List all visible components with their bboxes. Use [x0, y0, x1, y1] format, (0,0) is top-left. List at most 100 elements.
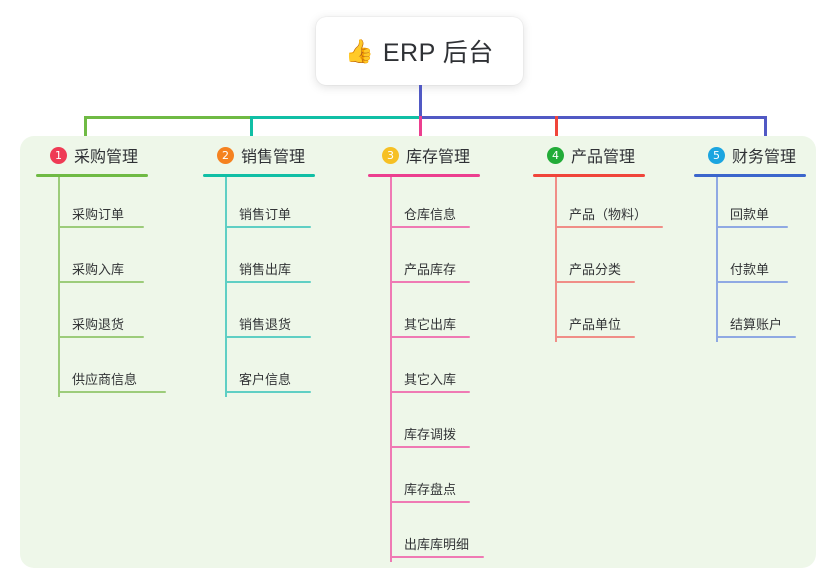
drop-line-2	[250, 116, 253, 142]
item-rule	[58, 391, 166, 393]
item-rule	[390, 446, 470, 448]
drop-line-4	[555, 116, 558, 142]
list-item[interactable]: 库存调拨	[368, 397, 480, 452]
branch-rule-3	[368, 174, 480, 177]
content-panel	[20, 136, 816, 568]
branch-header-2[interactable]: 2 销售管理	[203, 142, 315, 168]
list-item[interactable]: 产品（物料）	[533, 177, 663, 232]
item-rule	[716, 336, 796, 338]
item-label: 付款单	[730, 262, 770, 277]
thumbs-up-icon: 👍	[345, 37, 374, 64]
list-item[interactable]: 其它出库	[368, 287, 480, 342]
branch-badge-2: 2	[217, 146, 234, 164]
item-rule	[390, 556, 484, 558]
item-label: 库存调拨	[404, 427, 457, 442]
list-item[interactable]: 采购入库	[36, 232, 148, 287]
list-item[interactable]: 采购订单	[36, 177, 148, 232]
branch-header-4[interactable]: 4 产品管理	[533, 142, 645, 168]
root-node[interactable]: 👍 ERP 后台	[316, 17, 523, 85]
item-label: 产品库存	[404, 262, 457, 277]
branch-spine-1	[58, 177, 60, 397]
branch-rule-5	[694, 174, 806, 177]
item-label: 供应商信息	[72, 372, 138, 387]
item-rule	[58, 336, 144, 338]
list-item[interactable]: 采购退货	[36, 287, 148, 342]
bar-segment-blue	[419, 116, 767, 119]
list-item[interactable]: 客户信息	[203, 342, 315, 397]
branch-header-5[interactable]: 5 财务管理	[694, 142, 806, 168]
item-rule	[225, 281, 311, 283]
list-item[interactable]: 结算账户	[694, 287, 806, 342]
item-rule	[716, 281, 788, 283]
item-rule	[58, 281, 144, 283]
branch-rule-2	[203, 174, 315, 177]
item-label: 结算账户	[730, 317, 783, 332]
branch-column-3: 3 库存管理 仓库信息 产品库存 其它出库 其它入库 库存调拨	[368, 142, 484, 562]
list-item[interactable]: 付款单	[694, 232, 806, 287]
bar-segment-green	[84, 116, 252, 119]
item-rule	[225, 391, 311, 393]
list-item[interactable]: 销售订单	[203, 177, 315, 232]
list-item[interactable]: 库存盘点	[368, 452, 480, 507]
branch-column-1: 1 采购管理 采购订单 采购入库 采购退货 供应商信息	[36, 142, 166, 397]
item-rule	[390, 501, 470, 503]
branch-badge-1: 1	[50, 146, 67, 164]
drop-line-3	[419, 116, 422, 142]
list-item[interactable]: 仓库信息	[368, 177, 480, 232]
list-item[interactable]: 回款单	[694, 177, 806, 232]
item-label: 采购入库	[72, 262, 125, 277]
list-item[interactable]: 产品单位	[533, 287, 645, 342]
bar-segment-teal	[250, 116, 422, 119]
branch-column-2: 2 销售管理 销售订单 销售出库 销售退货 客户信息	[203, 142, 315, 397]
branch-title-2: 销售管理	[241, 149, 306, 166]
item-rule	[390, 281, 470, 283]
branch-header-3[interactable]: 3 库存管理	[368, 142, 480, 168]
item-label: 回款单	[730, 207, 770, 222]
item-rule	[555, 281, 635, 283]
item-label: 仓库信息	[404, 207, 457, 222]
item-rule	[390, 226, 470, 228]
list-item[interactable]: 销售退货	[203, 287, 315, 342]
item-label: 库存盘点	[404, 482, 457, 497]
item-label: 其它入库	[404, 372, 457, 387]
item-label: 销售出库	[239, 262, 292, 277]
trunk-line-vertical	[419, 85, 422, 118]
branch-spine-2	[225, 177, 227, 397]
list-item[interactable]: 其它入库	[368, 342, 480, 397]
branch-badge-5: 5	[708, 146, 725, 164]
branch-header-1[interactable]: 1 采购管理	[36, 142, 148, 168]
item-rule	[555, 226, 663, 228]
branch-title-5: 财务管理	[732, 149, 797, 166]
branch-spine-3	[390, 177, 392, 562]
branch-items-4: 产品（物料） 产品分类 产品单位	[533, 177, 663, 342]
item-label: 销售订单	[239, 207, 292, 222]
item-label: 产品分类	[569, 262, 622, 277]
branch-column-5: 5 财务管理 回款单 付款单 结算账户	[694, 142, 806, 342]
list-item[interactable]: 产品分类	[533, 232, 645, 287]
branch-title-3: 库存管理	[406, 149, 471, 166]
branch-items-3: 仓库信息 产品库存 其它出库 其它入库 库存调拨 库存盘点	[368, 177, 484, 562]
item-rule	[390, 336, 470, 338]
item-label: 客户信息	[239, 372, 292, 387]
branch-badge-4: 4	[547, 146, 564, 164]
list-item[interactable]: 销售出库	[203, 232, 315, 287]
item-rule	[390, 391, 470, 393]
root-title: ERP 后台	[382, 39, 494, 67]
drop-line-5	[764, 116, 767, 142]
item-rule	[555, 336, 635, 338]
item-rule	[225, 226, 311, 228]
list-item[interactable]: 供应商信息	[36, 342, 166, 397]
branch-items-2: 销售订单 销售出库 销售退货 客户信息	[203, 177, 315, 397]
branch-rule-4	[533, 174, 645, 177]
item-label: 出库库明细	[404, 537, 470, 552]
branch-items-5: 回款单 付款单 结算账户	[694, 177, 806, 342]
list-item[interactable]: 出库库明细	[368, 507, 484, 562]
drop-line-1	[84, 116, 87, 142]
branch-column-4: 4 产品管理 产品（物料） 产品分类 产品单位	[533, 142, 663, 342]
branch-rule-1	[36, 174, 148, 177]
branch-spine-5	[716, 177, 718, 342]
branch-spine-4	[555, 177, 557, 342]
branch-title-1: 采购管理	[74, 149, 139, 166]
list-item[interactable]: 产品库存	[368, 232, 480, 287]
item-rule	[58, 226, 144, 228]
